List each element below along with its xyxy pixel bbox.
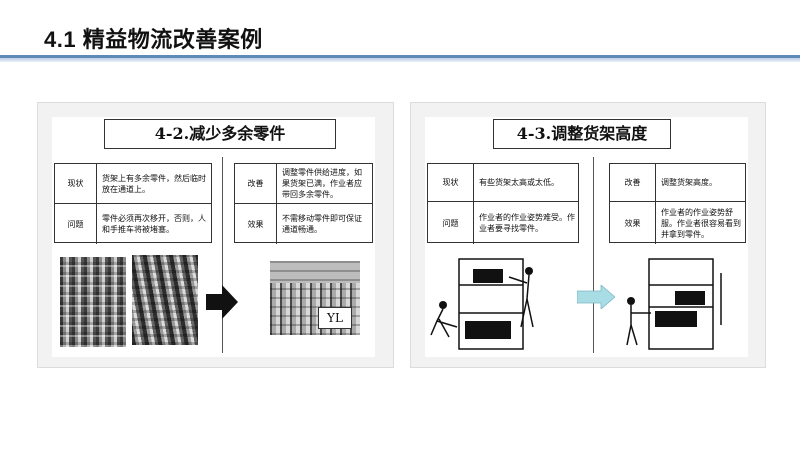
before-after-divider — [222, 157, 223, 353]
shelf-illustration-after — [626, 258, 722, 350]
current-state-table: 现状 货架上有多余零件，然后临时放在通道上。 问题 零件必须再次移开，否则，人和… — [54, 163, 212, 244]
row-label: 效果 — [610, 202, 656, 244]
table-row: 效果 作业者的作业姿势舒服。作业者很容易看到并拿到零件。 — [610, 202, 745, 244]
improvement-table: 改善 调整零件供给进度，如果货架已满，作业者应带回多余零件。 效果 不需移动零件… — [234, 163, 373, 244]
row-label: 现状 — [428, 164, 474, 201]
warehouse-photo-before-1 — [60, 257, 126, 347]
before-after-divider — [593, 157, 594, 353]
row-text: 货架上有多余零件，然后临时放在通道上。 — [102, 173, 206, 194]
header-divider-shadow — [0, 58, 800, 62]
shelf-illustration-before — [430, 258, 534, 350]
warehouse-photo-after: YL — [270, 261, 360, 335]
case-card: 4-3.调整货架高度 现状 有些货架太高或太低。 问题 作业者的作业姿势难受。作… — [425, 117, 748, 357]
header-divider — [0, 55, 800, 58]
row-label: 问题 — [55, 204, 97, 244]
slide-header: 4.1 精益物流改善案例 — [0, 0, 800, 62]
arrow-right-icon — [206, 285, 238, 319]
arrow-right-icon — [577, 285, 615, 309]
table-row: 问题 作业者的作业姿势难受。作业者要寻找零件。 — [428, 202, 578, 244]
row-text: 有些货架太高或太低。 — [479, 178, 559, 187]
table-row: 效果 不需移动零件即可保证通道畅通。 — [235, 204, 372, 244]
case-panel-shelf-height: 4-3.调整货架高度 现状 有些货架太高或太低。 问题 作业者的作业姿势难受。作… — [410, 102, 766, 368]
improvement-table: 改善 调整货架高度。 效果 作业者的作业姿势舒服。作业者很容易看到并拿到零件。 — [609, 163, 746, 244]
case-panel-reduce-parts: 4-2.减少多余零件 现状 货架上有多余零件，然后临时放在通道上。 问题 零件必… — [37, 102, 394, 368]
table-row: 问题 零件必须再次移开，否则，人和手推车将被堵塞。 — [55, 204, 211, 244]
table-row: 现状 货架上有多余零件，然后临时放在通道上。 — [55, 164, 211, 204]
row-label: 现状 — [55, 164, 97, 203]
case-card: 4-2.减少多余零件 现状 货架上有多余零件，然后临时放在通道上。 问题 零件必… — [52, 117, 375, 357]
row-label: 改善 — [610, 164, 656, 201]
photo-badge: YL — [318, 307, 352, 329]
warehouse-photo-before-2 — [132, 255, 198, 345]
table-row: 现状 有些货架太高或太低。 — [428, 164, 578, 202]
page-title: 4.1 精益物流改善案例 — [44, 27, 263, 52]
table-row: 改善 调整零件供给进度，如果货架已满，作业者应带回多余零件。 — [235, 164, 372, 204]
row-label: 改善 — [235, 164, 277, 203]
row-text: 作业者的作业姿势难受。作业者要寻找零件。 — [479, 213, 575, 233]
table-row: 改善 调整货架高度。 — [610, 164, 745, 202]
case-title: 4-3.调整货架高度 — [493, 119, 671, 149]
row-text: 调整零件供给进度，如果货架已满，作业者应带回多余零件。 — [282, 168, 362, 199]
current-state-table: 现状 有些货架太高或太低。 问题 作业者的作业姿势难受。作业者要寻找零件。 — [427, 163, 579, 244]
row-text: 不需移动零件即可保证通道畅通。 — [282, 214, 362, 234]
row-text: 调整货架高度。 — [661, 178, 717, 187]
case-title: 4-2.减少多余零件 — [104, 119, 336, 149]
row-text: 零件必须再次移开，否则，人和手推车将被堵塞。 — [102, 214, 206, 234]
row-label: 问题 — [428, 202, 474, 244]
row-text: 作业者的作业姿势舒服。作业者很容易看到并拿到零件。 — [661, 207, 741, 239]
row-label: 效果 — [235, 204, 277, 244]
